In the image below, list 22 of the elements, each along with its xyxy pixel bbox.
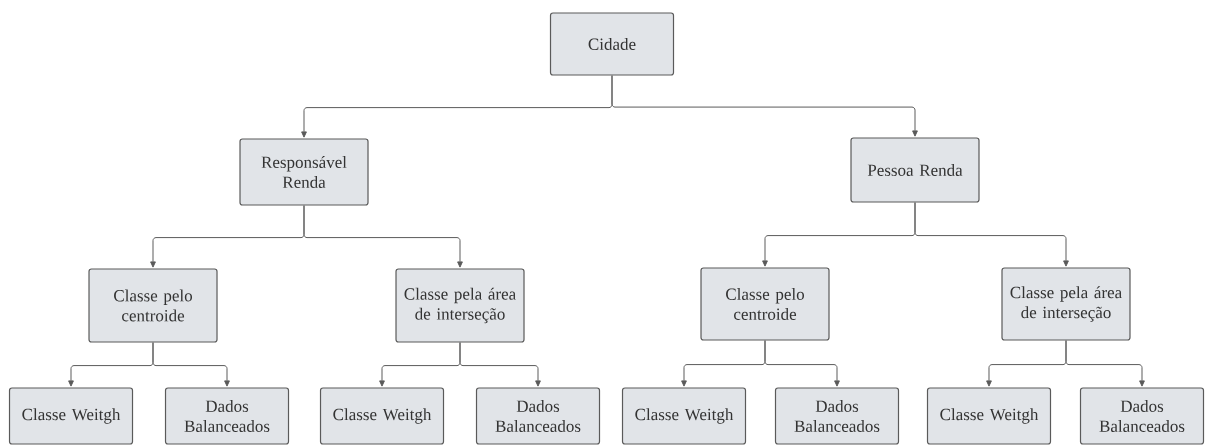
arrow [611,75,918,137]
process-box: Classe Weitgh [926,387,1052,445]
process-box: Classe pela área de interseção [1001,267,1131,341]
process-box: Pessoa Renda [850,137,980,203]
arrow [914,202,1069,267]
process-box: Classe pela área de interseção [395,268,525,343]
arrow [152,342,230,387]
arrow [303,205,463,268]
process-box: Classe pelo centroide [700,267,830,341]
arrow [459,342,541,387]
process-box: Responsável Renda [239,138,369,206]
process-box: Dados Balanceados [164,387,290,445]
arrow [1065,340,1145,387]
arrow [764,340,840,387]
process-box: Classe Weitgh [319,387,445,445]
process-box: Dados Balanceados [1079,387,1205,445]
process-box: Classe pelo centroide [88,268,218,343]
process-box: Cidade [549,12,675,76]
process-box: Dados Balanceados [475,387,601,445]
process-box: Classe Weitgh [621,387,747,445]
process-box: Classe Weitgh [8,387,134,445]
process-box: Dados Balanceados [774,387,900,445]
